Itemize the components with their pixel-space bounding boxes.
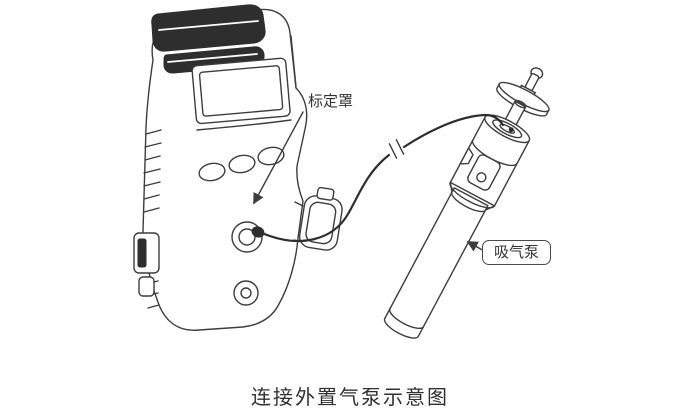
diagram-caption: 连接外置气泵示意图 [251, 387, 449, 409]
label-suction-pump: 吸气泵 [482, 240, 552, 265]
calibration-cap-piece [293, 186, 343, 251]
label-calibration-cap: 标定罩 [308, 93, 354, 110]
side-latch [133, 232, 160, 297]
belt-clip [151, 4, 266, 74]
detector-screen [191, 57, 291, 125]
gas-inlet-port [231, 221, 265, 253]
pump-illustration [383, 67, 550, 339]
tube-break-mark [388, 139, 405, 159]
buzzer-opening [233, 280, 259, 306]
leader-line-calibration-cap [253, 111, 304, 205]
connecting-tube [260, 113, 505, 243]
detector-buttons [198, 146, 285, 182]
gas-detector-illustration [133, 4, 343, 331]
